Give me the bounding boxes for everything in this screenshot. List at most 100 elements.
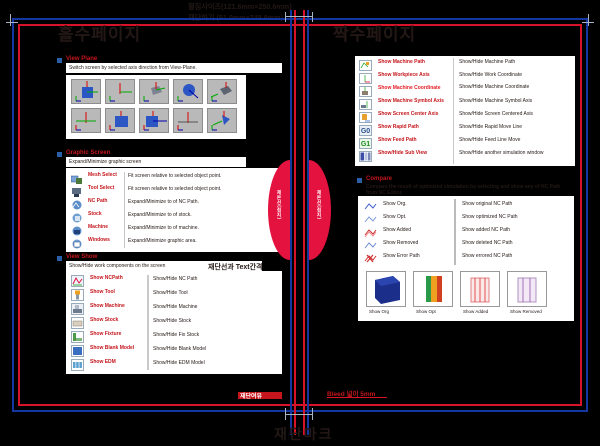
icon-machine-icon[interactable] — [71, 224, 83, 236]
icon-g0-icon[interactable]: G0 — [359, 123, 372, 136]
spine-tab-left-label: 제본선(접지) — [277, 190, 282, 220]
bullet-compare — [357, 178, 362, 183]
odd-page-title: 홀수페이지 — [58, 25, 142, 44]
thumbnail-view-right[interactable] — [105, 108, 135, 133]
compare-divider — [454, 199, 456, 265]
icon-tool-select-icon[interactable] — [71, 185, 83, 197]
icon-show-fixture-icon[interactable] — [71, 330, 84, 343]
preview-show-removed[interactable] — [507, 271, 547, 307]
thumbnail-view-front[interactable] — [71, 108, 101, 133]
caption-show-added: Show Added — [463, 309, 489, 314]
icon-show-opt-icon[interactable] — [364, 212, 377, 223]
thumbnail-view-corner[interactable] — [207, 79, 237, 104]
icon-show-symbol-axis-icon[interactable] — [359, 97, 372, 110]
icon-show-removed-icon[interactable] — [364, 238, 377, 249]
desc-show-rapid-path: Show/Hide Rapid Move Line — [459, 124, 523, 130]
graphic-screen-desc-strip — [66, 157, 246, 167]
icon-show-error-icon[interactable] — [364, 251, 377, 263]
desc-windows: Expand/Minimize graphic area. — [128, 238, 197, 244]
section-desc-compare: Compare the result of optimized simulati… — [366, 184, 561, 197]
desc-ncpath: Expand/Minimize to of NC Path. — [128, 199, 199, 205]
icon-show-sub-view-icon[interactable] — [359, 149, 372, 162]
label-machine: Machine — [88, 224, 109, 230]
thumbnail-view-left[interactable] — [139, 108, 169, 133]
icon-show-tool-icon[interactable] — [71, 288, 84, 301]
desc-show-edm: Show/Hide EDM Model — [153, 360, 205, 366]
section-desc-view-plane: Switch screen by selected axis direction… — [69, 65, 197, 71]
thumbnail-view-sphere[interactable] — [173, 79, 203, 104]
label-show-stock: Show Stock — [90, 317, 119, 323]
desc-show-opt: Show optimized NC Path — [462, 214, 518, 220]
trim-mark-label: 재단마크 — [274, 426, 334, 442]
label-show-sub-view: Show/Hide Sub View — [378, 150, 428, 156]
thumbnail-view-back[interactable] — [173, 108, 203, 133]
icon-show-added-icon[interactable] — [364, 225, 377, 238]
icon-show-stock-icon[interactable] — [71, 316, 84, 329]
label-show-machine-axis: Show Machine Coordinate — [378, 85, 441, 91]
icon-show-ncpath-icon[interactable] — [71, 274, 84, 287]
icon-ncpath-icon[interactable] — [71, 198, 83, 210]
dimension-full-label: 펼침사이즈(121.6mm×250.6mm) — [188, 2, 292, 11]
section-heading-view-show: View Show — [66, 254, 98, 260]
label-tool-select: Tool Select — [88, 185, 115, 191]
thumbnail-view-top[interactable] — [105, 79, 135, 104]
bleed-width-note: Bleed 넓이 5mm — [327, 391, 376, 398]
desc-show-added: Show added NC Path — [462, 227, 511, 233]
icon-show-center-axis-icon[interactable] — [359, 110, 372, 123]
thumbnail-view-iso[interactable] — [71, 79, 101, 104]
reg-mark-tc-l — [285, 12, 286, 22]
desc-show-tool: Show/Hide Tool — [153, 290, 188, 296]
section-heading-compare: Compare — [366, 176, 393, 182]
icon-show-edm-icon[interactable] — [71, 358, 84, 371]
icon-show-workpiece-axis-icon[interactable] — [359, 71, 372, 84]
spine-line-left-blue — [290, 10, 292, 435]
preview-show-org[interactable] — [366, 271, 406, 307]
bleed-line-bottom — [12, 410, 588, 412]
icon-window-icon[interactable] — [71, 237, 83, 249]
desc-show-error-path: Show errored NC Path — [462, 253, 513, 259]
svg-text:G1: G1 — [361, 141, 370, 148]
desc-show-center-axis: Show/Hide Screen Centered Axis — [459, 111, 533, 117]
compare-table: Show Org. Show original NC Path Show Opt… — [358, 196, 574, 268]
icon-show-machine-path-icon[interactable] — [359, 58, 372, 71]
preview-show-added[interactable] — [460, 271, 500, 307]
label-stock: Stock — [88, 211, 102, 217]
bleed-note-underline — [327, 397, 387, 398]
trim-line-top — [18, 24, 582, 26]
desc-show-workpiece-axis: Show/Hide Work Coordinate — [459, 72, 522, 78]
label-show-blankmodel: Show Blank Model — [90, 345, 135, 351]
view-plane-desc-strip — [66, 63, 282, 73]
bleed-line-top — [12, 18, 588, 20]
desc-show-symbol-axis: Show/Hide Machine Symbol Axis — [459, 98, 533, 104]
icon-show-machine-icon[interactable] — [71, 302, 84, 315]
label-show-tool: Show Tool — [90, 289, 115, 295]
bleed-line-left — [12, 18, 14, 411]
spine-tab-left[interactable] — [268, 160, 290, 260]
trim-line-bottom — [18, 404, 582, 406]
caption-show-org: Show Org — [369, 309, 390, 314]
reg-mark-tr-v — [588, 14, 589, 26]
icon-show-blankmodel-icon[interactable] — [71, 344, 84, 357]
icon-show-org-icon[interactable] — [364, 199, 377, 210]
thumbnail-view-rotated[interactable] — [139, 79, 169, 104]
section-desc-graphic-screen: Expand/Minimize graphic screen — [69, 159, 142, 165]
icon-show-machine-axis-icon[interactable] — [359, 84, 372, 97]
reg-mark-tc-h — [285, 16, 313, 17]
view-show-table: Show NCPath Show/Hide NC Path Show Tool … — [66, 271, 282, 374]
reg-mark-tl-v — [10, 14, 11, 26]
dimension-trim-label: 재단하기 (51.0mm×248.9mm) — [188, 13, 283, 23]
icon-g1-icon[interactable]: G1 — [359, 136, 372, 149]
icon-mesh-expand-icon[interactable] — [70, 172, 83, 184]
desc-show-removed: Show deleted NC Path — [462, 240, 513, 246]
thumbnail-view-angle[interactable] — [207, 108, 237, 133]
label-show-error-path: Show Error Path — [383, 253, 420, 259]
spine-tab-right[interactable] — [309, 160, 331, 260]
even-top-divider — [453, 58, 454, 164]
desc-strip-sub-view — [457, 148, 569, 158]
view-plane-thumbnail-panel — [66, 75, 246, 139]
svg-text:G0: G0 — [361, 128, 370, 135]
reg-mark-bc-h — [285, 414, 313, 415]
preview-show-opt[interactable] — [413, 271, 453, 307]
text-gap-annotation: 재단선과 Text간격 — [208, 264, 263, 271]
icon-stock-icon[interactable] — [71, 211, 83, 223]
